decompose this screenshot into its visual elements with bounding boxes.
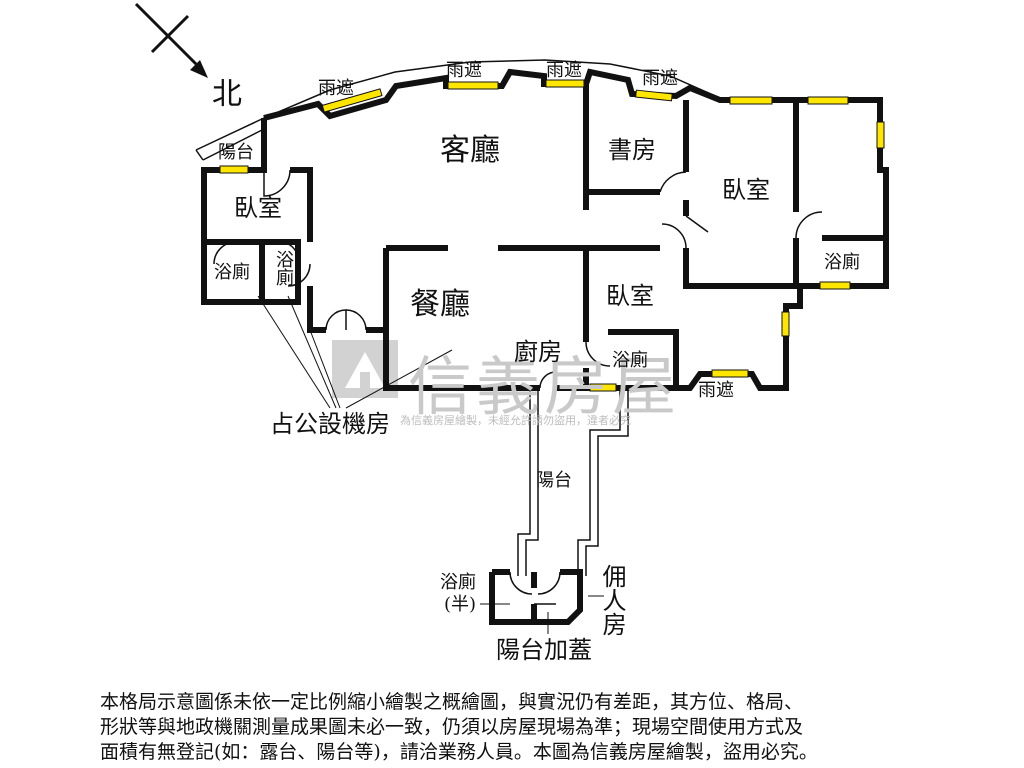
north-arrow-icon	[134, 2, 208, 78]
north-label: 北	[212, 77, 242, 112]
watermark-notice: 為信義房屋繪製，未經允許請勿盜用，違者必究	[400, 414, 631, 427]
dining-room-label: 餐廳	[410, 287, 470, 322]
exterior-walls	[195, 59, 889, 391]
balcony-top-label: 陽台	[218, 142, 254, 163]
watermark-brand: 信義房屋	[408, 351, 680, 425]
canopy-label-1: 雨遮	[318, 78, 354, 99]
living-room-label: 客廳	[440, 133, 500, 168]
balcony-corridor	[517, 388, 629, 576]
bath-left-label: 浴廁	[214, 262, 250, 283]
windows	[219, 79, 885, 392]
bedroom-right-label: 臥室	[722, 176, 770, 204]
disclaimer-line-1: 本格局示意圖係未依一定比例縮小繪製之概繪圖，與實況仍有差距，其方位、格局、	[100, 691, 804, 713]
bedroom-center-label: 臥室	[606, 282, 654, 310]
balcony-long-label: 陽台	[536, 470, 572, 491]
half-bath-label-line2: (半)	[444, 594, 477, 615]
disclaimer-line-3: 面積有無登記(如：露台、陽台等)，請洽業務人員。本圖為信義房屋繪製，盜用必究。	[100, 741, 818, 763]
public-mechanical-room-label: 占公設機房	[270, 410, 390, 438]
servant-room-walls	[489, 569, 583, 625]
servant-room-doors	[509, 571, 561, 605]
canopy-label-4: 雨遮	[642, 68, 678, 89]
disclaimer-text: 本格局示意圖係未依一定比例縮小繪製之概繪圖，與實況仍有差距，其方位、格局、 形狀…	[100, 690, 940, 765]
study-label: 書房	[608, 136, 656, 164]
bath-right-label: 浴廁	[824, 252, 860, 273]
bath-kitchen-label: 浴廁	[612, 350, 648, 371]
half-bath-label-line1: 浴廁	[440, 572, 476, 593]
canopy-label-5: 雨遮	[698, 380, 734, 401]
canopy-label-3: 雨遮	[546, 60, 582, 81]
kitchen-label: 廚房	[514, 338, 562, 366]
disclaimer-line-2: 形狀等與地政機關測量成果圖未必一致，仍須以房屋現場為準；現場空間使用方式及	[100, 716, 804, 738]
bath-small-label: 浴廁	[273, 250, 294, 286]
doors	[213, 169, 823, 389]
bedroom-left-label: 臥室	[234, 194, 282, 222]
servant-room-label: 佣人房	[598, 564, 626, 636]
canopy-label-2: 雨遮	[446, 60, 482, 81]
leader-lines	[257, 295, 604, 634]
balcony-enclosed-label: 陽台加蓋	[496, 636, 592, 664]
